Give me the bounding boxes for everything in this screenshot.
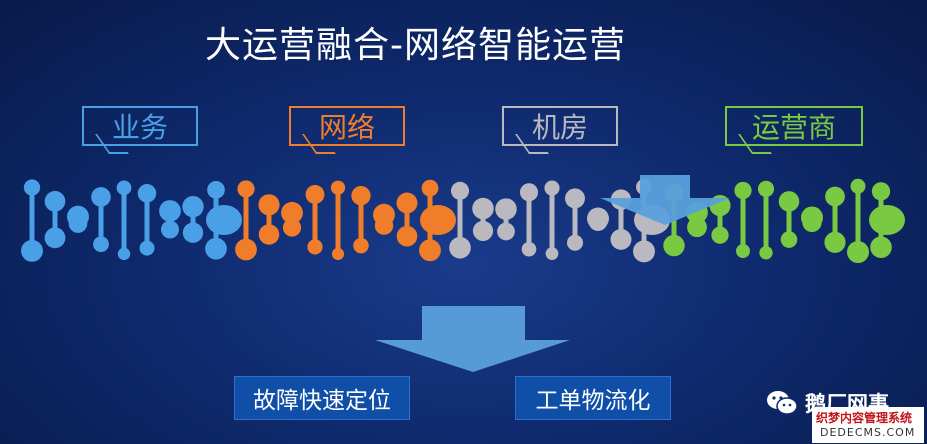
dna-node bbox=[825, 186, 845, 207]
watermark-line2: DEDECMS.COM bbox=[820, 426, 916, 439]
callout-network: 网络 bbox=[289, 106, 405, 146]
dna-node bbox=[182, 222, 204, 243]
dna-segment-business bbox=[21, 179, 242, 262]
dna-strand bbox=[21, 178, 905, 264]
dna-node bbox=[205, 237, 227, 260]
dna-node bbox=[353, 237, 369, 254]
dna-node bbox=[396, 192, 418, 214]
dna-node bbox=[21, 239, 43, 262]
wechat-icon bbox=[767, 391, 798, 415]
watermark-line1: 织梦内容管理系统 bbox=[816, 411, 913, 425]
dna-node bbox=[351, 186, 371, 206]
dna-node bbox=[374, 216, 394, 235]
dna-node bbox=[757, 180, 775, 197]
callout-operator: 运营商 bbox=[725, 106, 863, 146]
dna-node bbox=[870, 236, 892, 259]
dna-node bbox=[709, 194, 731, 217]
dna-node bbox=[207, 180, 225, 199]
dna-node bbox=[182, 195, 204, 218]
dna-node bbox=[44, 227, 66, 249]
dna-node bbox=[281, 201, 303, 224]
dna-node bbox=[544, 180, 560, 196]
dna-node bbox=[664, 183, 684, 203]
dna-node bbox=[565, 188, 585, 209]
dna-node bbox=[258, 194, 280, 216]
dna-node bbox=[419, 239, 441, 262]
dna-node bbox=[497, 222, 515, 241]
dna-node bbox=[139, 240, 155, 256]
dna-node bbox=[824, 231, 846, 253]
dna-node bbox=[871, 182, 891, 201]
dna-node bbox=[450, 181, 470, 200]
page-title: 大运营融合-网络智能运营 bbox=[205, 25, 626, 66]
dna-node bbox=[91, 187, 111, 207]
dna-node bbox=[588, 212, 608, 231]
dna-node bbox=[610, 189, 632, 210]
callout-datacenter: 机房 bbox=[502, 106, 618, 146]
dna-node bbox=[159, 200, 181, 222]
dna-segment-network bbox=[235, 179, 456, 262]
dna-node bbox=[68, 214, 88, 233]
fault-locate-button[interactable]: 故障快速定位 bbox=[234, 376, 410, 420]
dna-node bbox=[305, 185, 325, 204]
dna-node bbox=[330, 180, 346, 195]
dna-node bbox=[735, 244, 751, 259]
dna-node bbox=[237, 180, 255, 198]
dna-node bbox=[636, 179, 652, 195]
dna-node bbox=[610, 228, 632, 250]
callout-business: 业务 bbox=[82, 106, 198, 146]
dna-node bbox=[235, 238, 257, 261]
dna-segment-datacenter bbox=[449, 179, 670, 263]
dna-node bbox=[449, 236, 471, 259]
dna-junction-node bbox=[634, 205, 670, 235]
dna-node bbox=[258, 224, 280, 245]
dna-node bbox=[117, 247, 131, 261]
dna-node bbox=[802, 212, 822, 233]
dna-node bbox=[566, 234, 584, 251]
dna-node bbox=[687, 217, 707, 238]
dna-node bbox=[44, 190, 66, 212]
dna-node bbox=[759, 246, 773, 260]
dna-junction-node bbox=[420, 205, 456, 235]
dna-node bbox=[472, 197, 494, 220]
dna-node bbox=[711, 226, 729, 244]
dna-junction-node bbox=[869, 205, 905, 235]
dna-segment-operator bbox=[663, 178, 905, 264]
watermark: 织梦内容管理系统 DEDECMS.COM bbox=[812, 407, 924, 443]
dna-node bbox=[847, 241, 869, 264]
work-order-button[interactable]: 工单物流化 bbox=[515, 376, 671, 420]
dna-junction-node bbox=[206, 205, 242, 235]
dna-node bbox=[331, 247, 345, 261]
dna-node bbox=[495, 198, 517, 220]
dna-node bbox=[778, 191, 800, 212]
dna-node bbox=[663, 234, 685, 257]
dna-node bbox=[282, 218, 302, 237]
dna-node bbox=[396, 225, 418, 247]
dna-node bbox=[161, 220, 179, 239]
dna-node bbox=[307, 239, 323, 255]
dna-node bbox=[116, 180, 132, 196]
dna-node bbox=[734, 181, 752, 200]
dna-node bbox=[421, 179, 439, 197]
down-arrow-large-icon bbox=[375, 306, 570, 372]
dna-node bbox=[780, 231, 798, 248]
dna-node bbox=[545, 247, 559, 260]
dna-node bbox=[137, 184, 157, 203]
dna-node bbox=[521, 241, 537, 257]
dna-node bbox=[850, 178, 866, 194]
dna-node bbox=[519, 183, 539, 202]
dna-node bbox=[472, 220, 494, 241]
dna-node bbox=[93, 236, 109, 253]
dna-node bbox=[633, 240, 655, 263]
dna-node bbox=[23, 179, 41, 196]
